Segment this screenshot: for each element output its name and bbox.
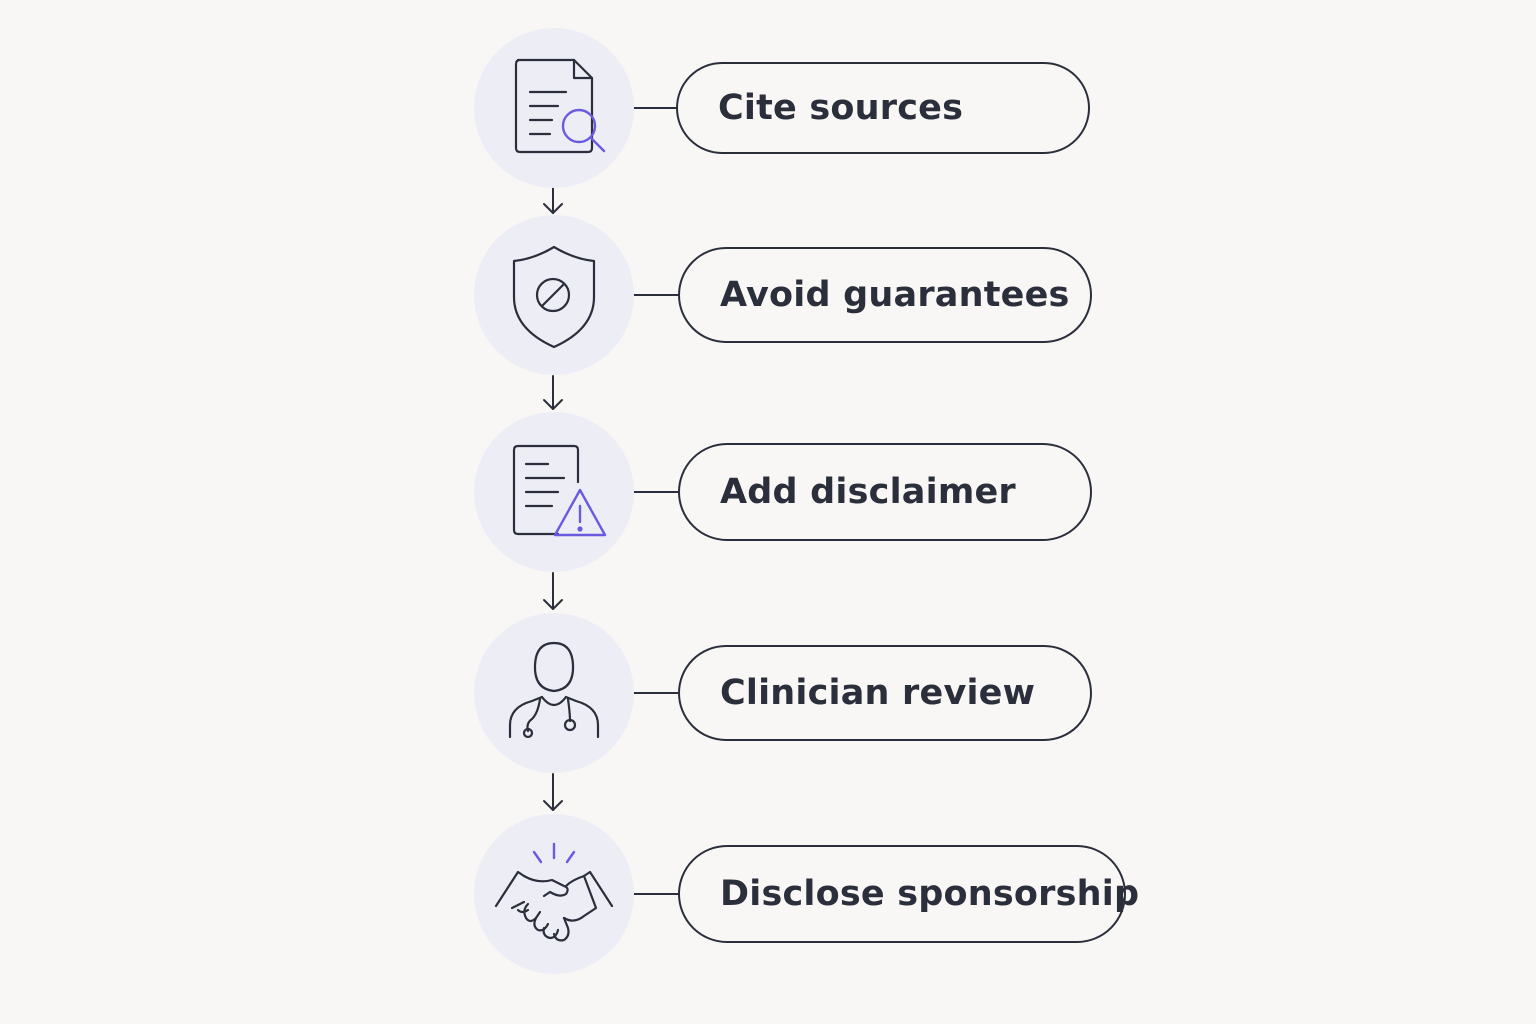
step-1-pill: Cite sources [676, 62, 1090, 154]
step-5-pill: Disclose sponsorship [678, 845, 1139, 943]
shield-prohibited-icon [512, 245, 596, 349]
down-arrow-4-icon [543, 773, 563, 811]
step-4-pill: Clinician review [678, 645, 1092, 741]
step-3-pill: Add disclaimer [678, 443, 1092, 541]
step-3-label: Add disclaimer [720, 472, 1016, 512]
step-2-label: Avoid guarantees [720, 275, 1070, 315]
down-arrow-3-icon [543, 572, 563, 610]
handshake-icon [494, 842, 614, 942]
clinician-stethoscope-icon [508, 641, 600, 739]
step-5-label: Disclose sponsorship [720, 874, 1140, 914]
step-1-label: Cite sources [718, 88, 964, 128]
down-arrow-2-icon [543, 375, 563, 410]
step-4-label: Clinician review [720, 673, 1036, 713]
step-4-icon-badge [474, 613, 634, 773]
document-search-icon [514, 58, 606, 154]
step-2-icon-badge [474, 215, 634, 375]
step-5-icon-badge [474, 814, 634, 974]
down-arrow-1-icon [543, 186, 563, 214]
document-warning-icon [512, 444, 607, 537]
step-3-icon-badge [474, 412, 634, 572]
step-2-pill: Avoid guarantees [678, 247, 1092, 343]
step-1-icon-badge [474, 28, 634, 188]
